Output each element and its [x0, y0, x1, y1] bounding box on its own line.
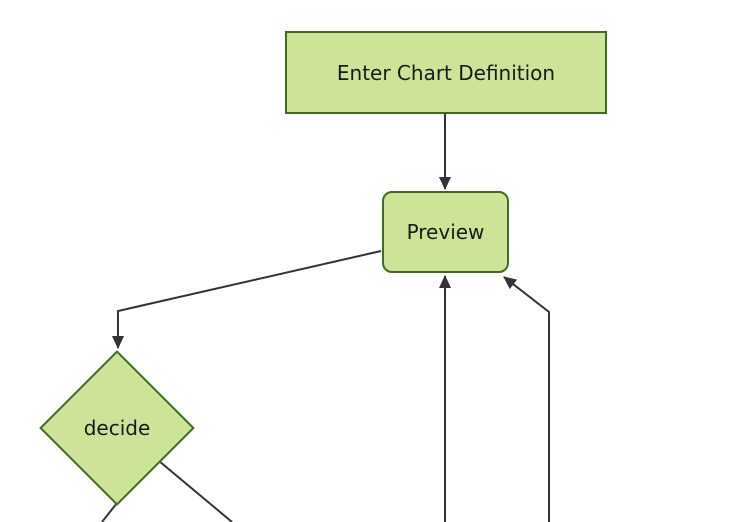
edge-decide-exit-left [101, 502, 118, 522]
node-enter-chart-definition [285, 31, 607, 114]
edge-bottomright-to-preview [503, 276, 550, 522]
edge-preview-to-decide [112, 250, 382, 349]
edges-group [101, 114, 550, 522]
node-preview [382, 191, 509, 273]
edge-decide-exit-right [158, 460, 233, 522]
